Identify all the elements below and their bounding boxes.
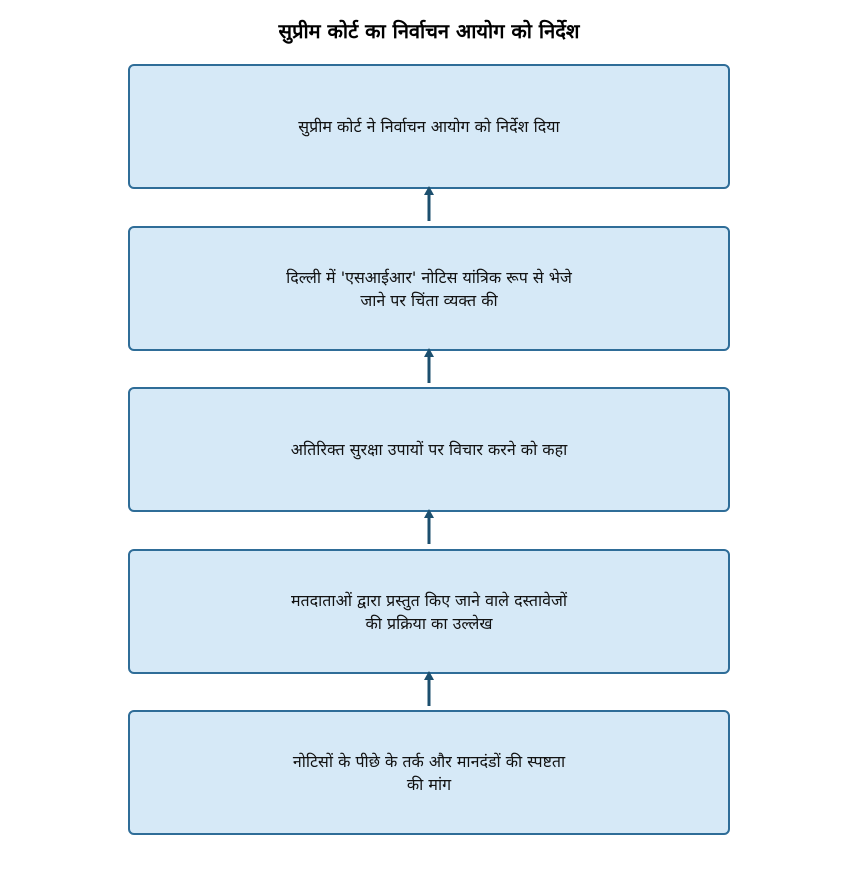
flow-step-2-text: दिल्ली में 'एसआईआर' नोटिस यांत्रिक रूप स… — [286, 267, 572, 310]
arrow-up-icon — [424, 509, 434, 544]
flow-step-4-text: मतदाताओं द्वारा प्रस्तुत किए जाने वाले द… — [290, 590, 568, 633]
arrow-up-icon — [424, 671, 434, 706]
arrow-up-icon — [424, 186, 434, 221]
flow-step-4: मतदाताओं द्वारा प्रस्तुत किए जाने वाले द… — [128, 549, 730, 674]
arrow-up-icon — [424, 348, 434, 383]
flow-step-2: दिल्ली में 'एसआईआर' नोटिस यांत्रिक रूप स… — [128, 226, 730, 351]
flow-step-1: सुप्रीम कोर्ट ने निर्वाचन आयोग को निर्दे… — [128, 64, 730, 189]
flow-step-3-text: अतिरिक्त सुरक्षा उपायों पर विचार करने को… — [290, 440, 568, 459]
diagram-title: सुप्रीम कोर्ट का निर्वाचन आयोग को निर्दे… — [278, 19, 580, 43]
flow-step-5: नोटिसों के पीछे के तर्क और मानदंडों की स… — [128, 710, 730, 835]
flow-step-5-text: नोटिसों के पीछे के तर्क और मानदंडों की स… — [292, 751, 566, 794]
flow-step-1-text: सुप्रीम कोर्ट ने निर्वाचन आयोग को निर्दे… — [298, 117, 560, 136]
flow-step-3: अतिरिक्त सुरक्षा उपायों पर विचार करने को… — [128, 387, 730, 512]
